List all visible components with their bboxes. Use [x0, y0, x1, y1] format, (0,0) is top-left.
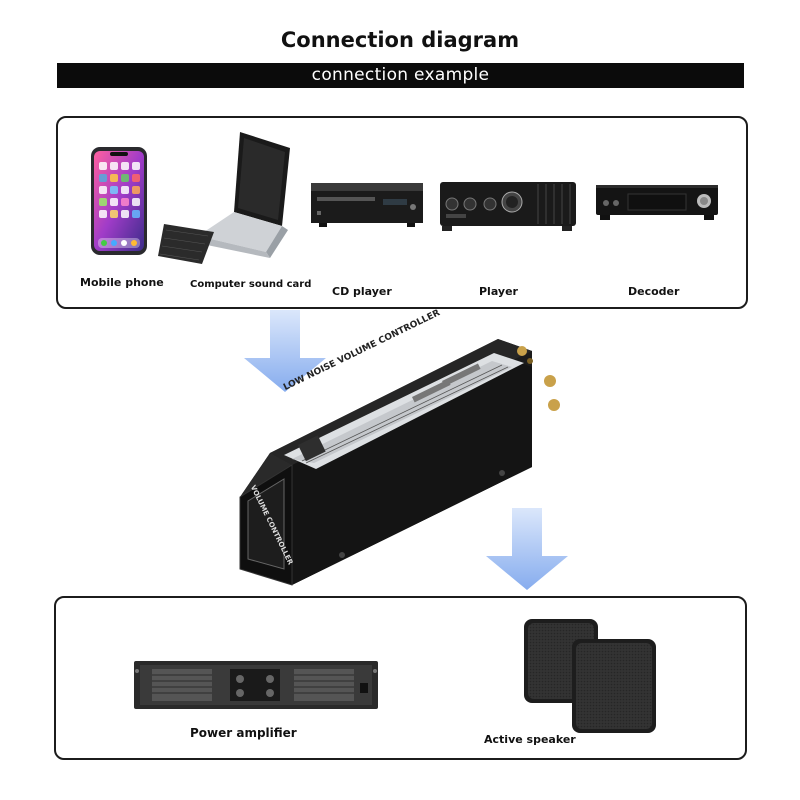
power-amplifier-icon — [134, 657, 378, 713]
volume-controller-icon — [232, 333, 572, 593]
laptop-icon — [158, 130, 298, 270]
cd-player-icon — [309, 181, 425, 229]
source-label-mobile-phone: Mobile phone — [80, 276, 164, 289]
subtitle-banner: connection example — [57, 63, 744, 88]
source-label-decoder: Decoder — [628, 285, 680, 298]
source-label-cd-player: CD player — [332, 285, 392, 298]
diagram-title: Connection diagram — [280, 28, 520, 52]
flow-arrow-down-icon — [244, 308, 328, 394]
output-label-power-amplifier: Power amplifier — [190, 726, 297, 740]
decoder-icon — [594, 183, 720, 223]
mobile-phone-icon — [90, 146, 148, 256]
player-icon — [438, 178, 580, 234]
source-label-player: Player — [479, 285, 518, 298]
flow-arrow-down-icon — [486, 506, 570, 592]
output-label-active-speaker: Active speaker — [484, 733, 576, 746]
speaker-icon — [520, 617, 658, 735]
source-label-computer-sound-card: Computer sound card — [190, 279, 312, 290]
